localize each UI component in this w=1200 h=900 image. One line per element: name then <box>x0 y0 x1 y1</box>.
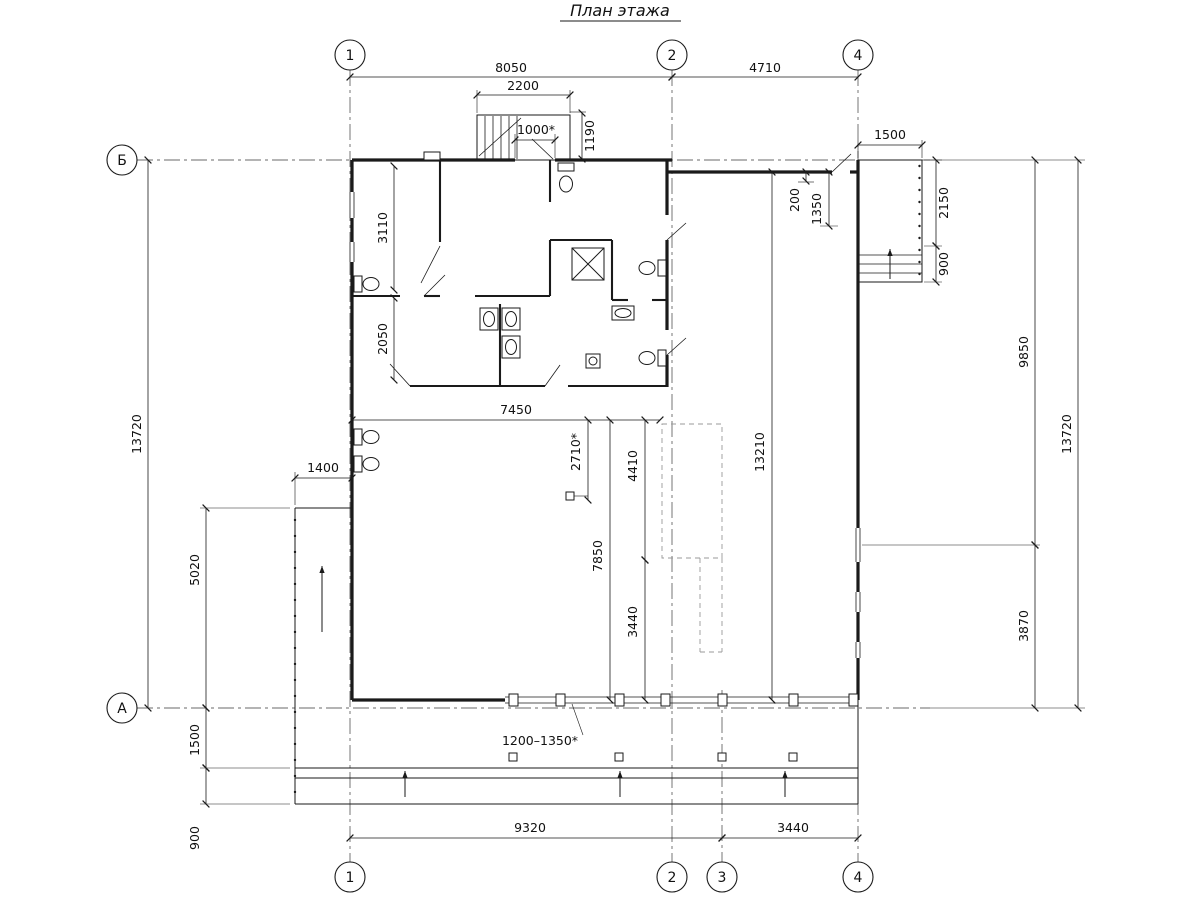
dim-200: 200 <box>787 188 802 212</box>
axis-marker-left-a: А <box>106 692 138 724</box>
interior-walls <box>352 151 687 388</box>
dim-1000: 1000* <box>517 122 555 137</box>
sink-icon <box>611 305 635 321</box>
toilet-icon <box>638 349 667 367</box>
dimension-texts: 8050 4710 2200 1000* 1190 1500 2150 900 … <box>129 60 1074 850</box>
dim-2150: 2150 <box>936 187 951 219</box>
svg-text:4: 4 <box>854 48 863 64</box>
toilet-icon <box>638 259 667 277</box>
dim-7850: 7850 <box>590 540 605 572</box>
axis-marker-top-1: 1 <box>334 39 366 71</box>
axis-marker-bottom-2: 2 <box>656 861 688 893</box>
dim-1350: 1350 <box>809 193 824 225</box>
axis-marker-left-b: Б <box>106 144 138 176</box>
dim-13720-right: 13720 <box>1059 414 1074 454</box>
dim-1400: 1400 <box>307 460 339 475</box>
fixtures <box>353 162 667 473</box>
svg-text:А: А <box>117 701 127 717</box>
shower-icon <box>571 247 605 281</box>
dim-3440-bottom: 3440 <box>777 820 809 835</box>
dimension-lines <box>144 73 1082 842</box>
window-openings <box>347 192 863 658</box>
dim-1500-porch: 1500 <box>187 724 202 756</box>
dim-1200-1350: 1200–1350* <box>502 733 578 748</box>
svg-text:1: 1 <box>346 48 355 64</box>
overhead-dashed-outline <box>661 423 723 653</box>
svg-text:4: 4 <box>854 870 863 886</box>
axis-marker-top-4: 4 <box>842 39 874 71</box>
axis-marker-bottom-1: 1 <box>334 861 366 893</box>
svg-text:1: 1 <box>346 870 355 886</box>
dim-13720-left: 13720 <box>129 414 144 454</box>
axis-marker-top-2: 2 <box>656 39 688 71</box>
dim-8050: 8050 <box>495 60 527 75</box>
extension-lines <box>200 90 1085 805</box>
dim-9850: 9850 <box>1016 336 1031 368</box>
svg-text:2: 2 <box>668 48 677 64</box>
toilet-icon <box>353 428 380 446</box>
axis-markers: 1 2 4 1 2 3 4 Б <box>106 39 874 893</box>
terrace-left <box>293 507 352 804</box>
dim-3870: 3870 <box>1016 610 1031 642</box>
svg-text:Б: Б <box>117 153 127 169</box>
dim-5020: 5020 <box>187 554 202 586</box>
axis-marker-bottom-3: 3 <box>706 861 738 893</box>
dim-1190: 1190 <box>582 120 597 152</box>
dim-2200: 2200 <box>507 78 539 93</box>
dim-3110: 3110 <box>375 212 390 244</box>
dim-3440-mid: 3440 <box>625 606 640 638</box>
dim-7450: 7450 <box>500 402 532 417</box>
porch-deck-bottom <box>295 693 859 805</box>
toilet-icon <box>353 455 380 473</box>
dim-1500-balcony: 1500 <box>874 127 906 142</box>
toilet-icon <box>557 162 575 193</box>
dim-4410: 4410 <box>625 450 640 482</box>
sink-icon <box>501 335 521 359</box>
sink-icon <box>585 353 601 369</box>
dim-9320: 9320 <box>514 820 546 835</box>
dim-2710: 2710* <box>568 433 583 471</box>
toilet-icon <box>353 275 380 293</box>
sink-icon <box>501 307 521 331</box>
axis-marker-bottom-4: 4 <box>842 861 874 893</box>
svg-text:3: 3 <box>718 870 727 886</box>
drawing-title: План этажа <box>570 1 670 20</box>
dim-900-balcony: 900 <box>936 252 951 276</box>
dim-13210: 13210 <box>752 432 767 472</box>
svg-text:2: 2 <box>668 870 677 886</box>
dim-2050: 2050 <box>375 323 390 355</box>
dim-4710: 4710 <box>749 60 781 75</box>
sink-icon <box>479 307 499 331</box>
balcony-top-right <box>831 153 923 283</box>
dim-900-porch: 900 <box>187 826 202 850</box>
